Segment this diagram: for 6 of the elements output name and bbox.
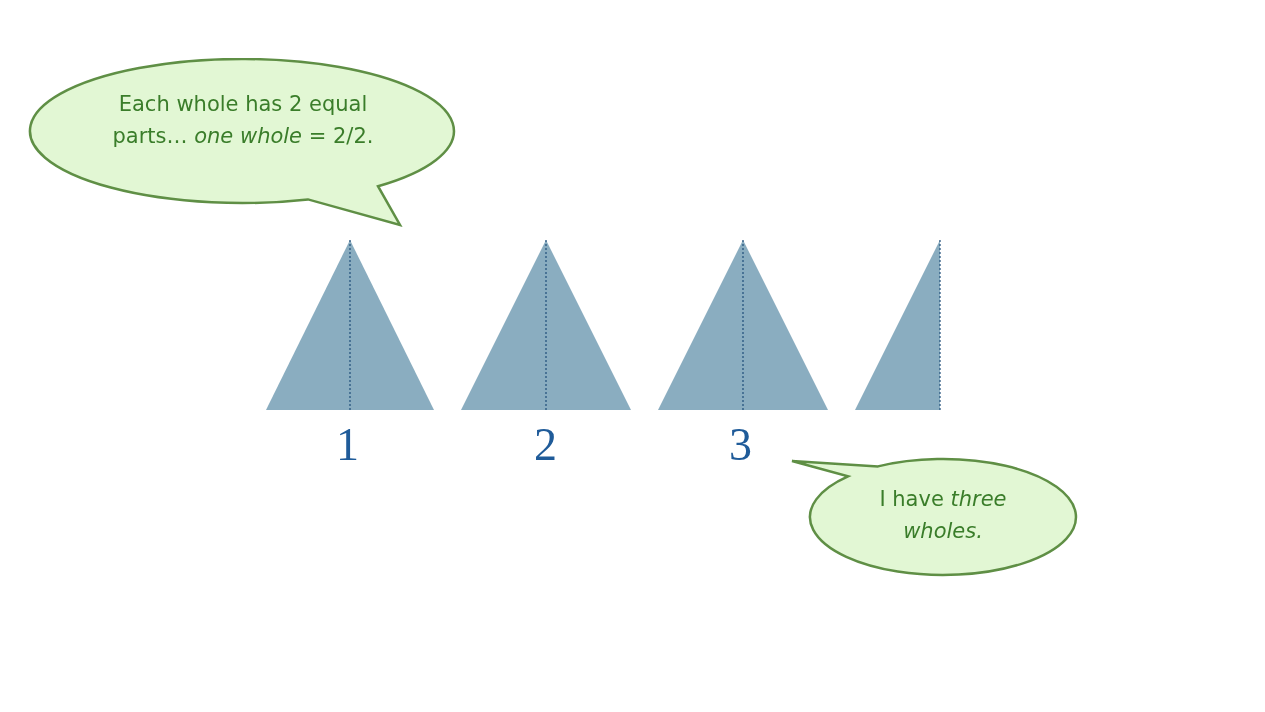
speech-text: Each whole has 2 equal parts… one whole = 2/2. bbox=[111, 91, 375, 150]
speech-bubble bbox=[28, 58, 458, 228]
number-label: 1 bbox=[336, 418, 359, 471]
number-label: 2 bbox=[534, 418, 557, 471]
number-label: 3 bbox=[729, 418, 752, 471]
speech-text: I have three wholes. bbox=[878, 486, 1008, 545]
